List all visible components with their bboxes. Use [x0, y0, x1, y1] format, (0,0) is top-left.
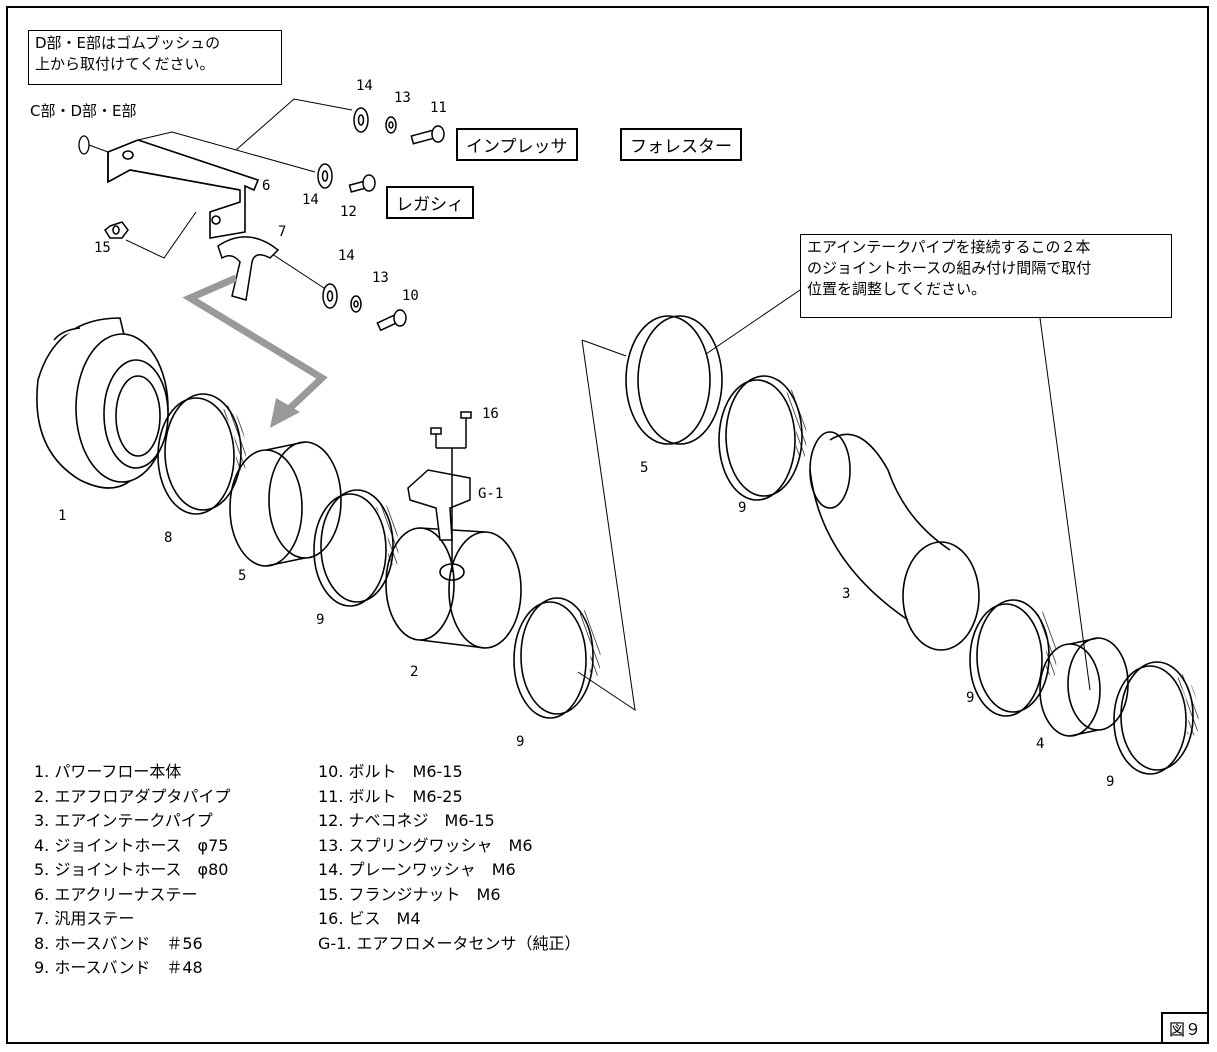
part-number: 9	[738, 500, 747, 516]
figure-frame	[6, 6, 1209, 1044]
part-number: 7	[278, 224, 287, 240]
part-number: 3	[842, 586, 851, 602]
parts-legend-left: 1. パワーフロー本体 2. エアフロアダプタパイプ 3. エアインテークパイプ…	[34, 760, 230, 981]
legend-item: 12. ナベコネジ M6-15	[318, 811, 495, 830]
part-number: 9	[516, 734, 525, 750]
legend-item: 1. パワーフロー本体	[34, 762, 182, 781]
part-number: 14	[302, 192, 319, 208]
legend-item: 5. ジョイントホース φ80	[34, 860, 229, 879]
part-number: 11	[430, 100, 447, 116]
legend-item: 11. ボルト M6-25	[318, 786, 463, 806]
note-bushing: D部・E部はゴムブッシュの 上から取付けてください。	[28, 30, 282, 85]
parts-legend-right: 10. ボルト M6-15 11. ボルト M6-25 12. ナベコネジ M6…	[318, 760, 581, 956]
ring-c	[78, 135, 90, 155]
legend-item: 3. エアインテークパイプ	[34, 811, 213, 830]
legend-item: 10. ボルト M6-15	[318, 762, 463, 781]
legend-item: 15. フランジナット M6	[318, 884, 501, 904]
bracket-stay	[107, 139, 260, 239]
part-number: 12	[340, 204, 357, 220]
part-number: 13	[372, 270, 389, 286]
legend-item: 8. ホースバンド ＃56	[34, 933, 203, 953]
part-number: 5	[640, 460, 649, 476]
legend-item: 9. ホースバンド ＃48	[34, 958, 203, 977]
filter-body	[36, 317, 169, 489]
universal-stay	[217, 236, 280, 301]
label-legacy: レガシィ	[386, 186, 474, 219]
label-impreza: インプレッサ	[456, 128, 578, 161]
install-arrow	[182, 274, 328, 413]
part-number: 6	[262, 178, 271, 194]
legend-item: 6. エアクリーナステー	[34, 884, 198, 904]
legend-item: 4. ジョイントホース φ75	[34, 835, 229, 855]
part-number: 15	[94, 240, 111, 256]
section-label: C部・D部・E部	[30, 102, 137, 120]
part-number: 10	[402, 288, 419, 304]
part-number: G-1	[478, 486, 504, 502]
part-number: 9	[316, 612, 325, 628]
legend-item: 14. プレーンワッシャ M6	[318, 860, 516, 879]
legend-item: G-1. エアフロメータセンサ（純正）	[318, 933, 581, 953]
part-number: 13	[394, 90, 411, 106]
note-joint-hose-spacing: エアインテークパイプを接続するこの２本 のジョイントホースの組み付け間隔で取付 …	[800, 234, 1172, 318]
part-number: 5	[238, 568, 247, 584]
part-number: 9	[966, 690, 975, 706]
label-forester: フォレスター	[620, 128, 742, 161]
figure-number: 図９	[1160, 1012, 1209, 1044]
part-number: 2	[410, 664, 419, 680]
legend-item: 2. エアフロアダプタパイプ	[34, 786, 231, 806]
part-number: 1	[58, 508, 67, 524]
part-number: 4	[1036, 736, 1045, 752]
part-number: 14	[338, 248, 355, 264]
legend-item: 16. ビス M4	[318, 909, 421, 928]
part-number: 9	[1106, 774, 1115, 790]
part-number: 8	[164, 530, 173, 546]
part-number: 14	[356, 78, 373, 94]
legend-item: 13. スプリングワッシャ M6	[318, 835, 533, 855]
legend-item: 7. 汎用ステー	[34, 909, 135, 928]
part-number: 16	[482, 406, 499, 422]
airflow-sensor	[407, 411, 472, 572]
